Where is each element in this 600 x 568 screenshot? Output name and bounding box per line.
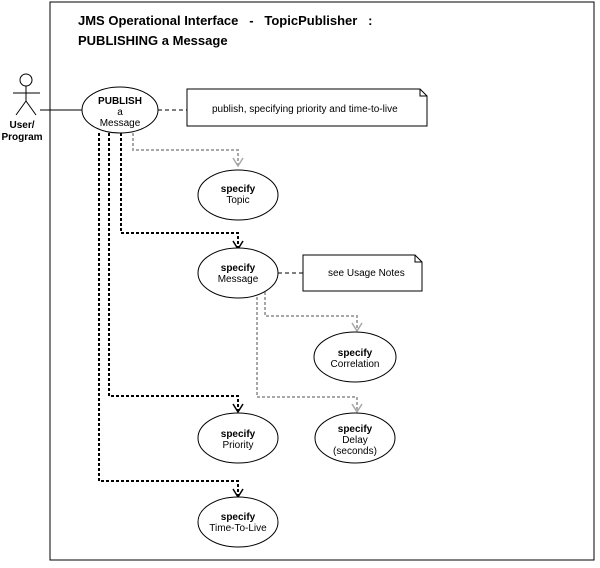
link-to-priority <box>108 133 239 411</box>
required-links <box>98 133 239 496</box>
diagram-frame <box>49 1 595 561</box>
use-case-publish-message[interactable]: PUBLISH a Message <box>81 86 159 134</box>
actor-label-line1: User/ <box>9 120 34 131</box>
use-case-label: Topic <box>226 195 249 206</box>
diagram-title-line2: PUBLISHING a Message <box>78 33 228 48</box>
use-case-label: a <box>117 107 123 118</box>
use-case-label: specify <box>221 184 256 195</box>
use-case-label: Message <box>100 118 141 129</box>
link-to-ttl <box>98 133 239 496</box>
use-case-label: specify <box>221 512 256 523</box>
actor-label-line2: Program <box>1 132 42 143</box>
use-case-label: PUBLISH <box>98 96 142 107</box>
actor-icon <box>13 73 40 116</box>
use-case-label: specify <box>221 429 256 440</box>
diagram-title-line1: JMS Operational Interface - TopicPublish… <box>78 13 372 28</box>
link-to-message <box>120 133 239 248</box>
use-case-specify-delay[interactable]: specify Delay (seconds) <box>314 412 396 464</box>
use-case-label: (seconds) <box>333 446 377 457</box>
use-case-specify-time-to-live[interactable]: specify Time-To-Live <box>197 496 279 548</box>
arrowhead-correlation <box>351 322 363 333</box>
link-to-delay <box>256 292 358 411</box>
use-case-specify-priority[interactable]: specify Priority <box>197 412 279 464</box>
optional-arrowheads <box>232 157 363 414</box>
note-publish: publish, specifying priority and time-to… <box>186 88 428 127</box>
arrowhead-delay <box>351 403 363 414</box>
note-text: see Usage Notes <box>328 268 405 279</box>
note-message: see Usage Notes <box>302 254 423 292</box>
use-case-label: Delay <box>342 435 368 446</box>
note-text: publish, specifying priority and time-to… <box>212 104 398 115</box>
use-case-label: specify <box>338 348 373 359</box>
use-case-label: Correlation <box>331 359 380 370</box>
use-case-specify-correlation[interactable]: specify Correlation <box>313 331 397 383</box>
use-case-label: Message <box>218 274 259 285</box>
use-case-label: Time-To-Live <box>209 523 267 534</box>
use-case-label: specify <box>338 424 373 435</box>
optional-links <box>132 133 358 411</box>
use-case-label: Priority <box>222 440 253 451</box>
use-case-label: specify <box>221 263 256 274</box>
use-case-specify-topic[interactable]: specify Topic <box>197 169 279 221</box>
link-to-correlation <box>264 292 358 330</box>
use-case-specify-message[interactable]: specify Message <box>197 247 279 299</box>
arrowhead-priority <box>232 403 244 414</box>
link-to-topic <box>132 133 239 165</box>
arrowhead-topic <box>232 157 244 168</box>
